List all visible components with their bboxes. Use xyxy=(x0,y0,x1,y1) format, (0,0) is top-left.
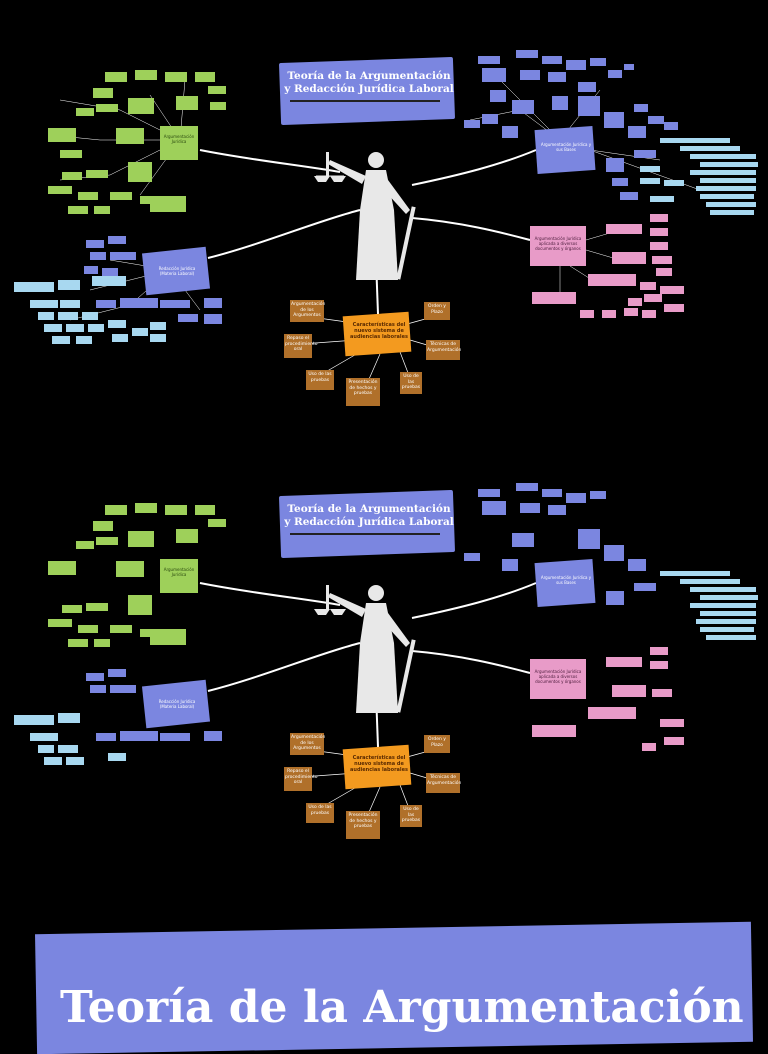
map-title: Teoría de la Argumentación y Redacción J… xyxy=(282,70,456,96)
orange-node: Repaso el procedimiento oral xyxy=(284,767,317,791)
orange-node: Orden y Plazo xyxy=(424,735,450,753)
title-underline xyxy=(290,533,440,535)
orange-node: Argumentación de los Argumentos xyxy=(290,733,325,755)
title-line-2: y Redacción Jurídica Laboral xyxy=(284,83,454,95)
center-topic-label: Características del nuevo sistema de aud… xyxy=(350,322,408,340)
hub-pink xyxy=(530,226,586,266)
blue-cluster xyxy=(464,50,758,215)
title-line-1: Teoría de la Argumentación xyxy=(287,70,451,82)
mind-map-1: Teoría de la Argumentación y Redacción J… xyxy=(0,0,768,410)
hub-green-label: Argumentación Jurídica xyxy=(163,134,195,144)
orange-node: Presentación de hechos y pruebas xyxy=(346,378,380,406)
mind-map-canvas-1 xyxy=(14,50,758,387)
hub-green-label: Argumentación Jurídica xyxy=(163,567,195,577)
hub-blue-label: Argumentación Jurídica y sus Bases xyxy=(540,142,592,152)
title-line-1: Teoría de la Argumentación xyxy=(287,503,451,515)
hub-green xyxy=(160,126,198,160)
orange-node: Uso de las pruebas xyxy=(306,803,334,823)
orange-node: Uso de las pruebas xyxy=(400,372,422,394)
map-title: Teoría de la Argumentación y Redacción J… xyxy=(282,503,456,529)
pink-cluster xyxy=(532,214,684,318)
green-cluster xyxy=(48,70,226,214)
hub-blue-label: Argumentación Jurídica y sus Bases xyxy=(540,575,592,585)
center-topic-label: Características del nuevo sistema de aud… xyxy=(350,755,408,773)
banner-title: Teoría de la Argumentación xyxy=(60,982,744,1033)
orange-node: Uso de las pruebas xyxy=(306,370,334,390)
orange-node: Orden y Plazo xyxy=(424,302,450,320)
title-line-2: y Redacción Jurídica Laboral xyxy=(284,516,454,528)
orange-node: Argumentación de los Argumentos xyxy=(290,300,325,322)
hub-pink-label: Argumentación Jurídica aplicada a divers… xyxy=(534,669,582,684)
orange-node: Técnicas de Argumentación xyxy=(426,340,461,360)
lavender-cluster xyxy=(14,236,222,344)
hub-pink xyxy=(530,659,586,699)
hub-pink-label: Argumentación Jurídica aplicada a divers… xyxy=(534,236,582,251)
hub-lavender-label: Redacción Jurídica (Materia Laboral) xyxy=(158,699,196,709)
orange-node: Técnicas de Argumentación xyxy=(426,773,461,793)
orange-node: Repaso el procedimiento oral xyxy=(284,334,317,358)
mind-map-2: Teoría de la Argumentación y Redacción J… xyxy=(0,433,768,843)
mind-map-canvas-2 xyxy=(14,483,758,820)
title-underline xyxy=(290,100,440,102)
orange-node: Presentación de hechos y pruebas xyxy=(346,811,380,839)
justice-statue-icon xyxy=(314,152,416,280)
hub-lavender-label: Redacción Jurídica (Materia Laboral) xyxy=(158,266,196,276)
orange-node: Uso de las pruebas xyxy=(400,805,422,827)
hub-green xyxy=(160,559,198,593)
